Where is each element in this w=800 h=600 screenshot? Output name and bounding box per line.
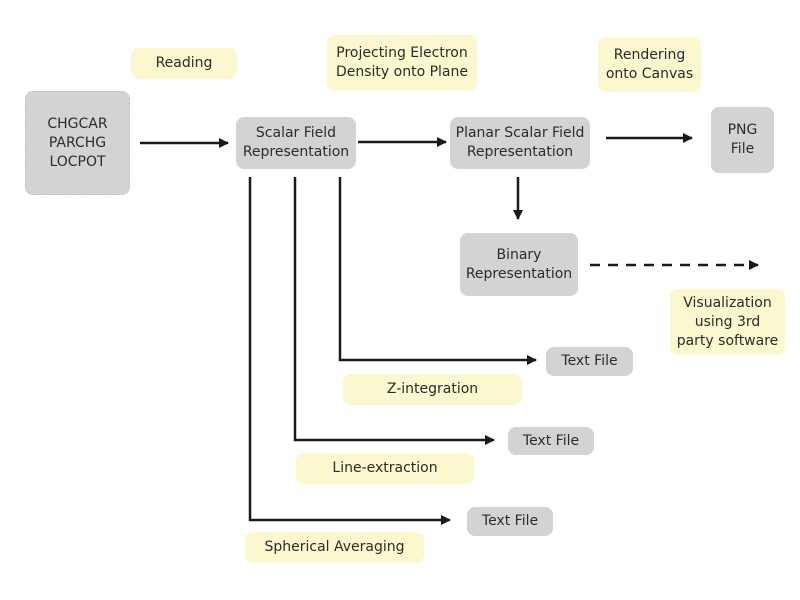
rendering-label: Rendering onto Canvas <box>598 37 701 92</box>
reading-label: Reading <box>131 48 237 79</box>
planar-field-node: Planar Scalar Field Representation <box>450 117 590 169</box>
text-file-z-node: Text File <box>546 347 633 376</box>
projecting-label: Projecting Electron Density onto Plane <box>327 35 477 91</box>
line-extraction-label: Line-extraction <box>296 453 474 484</box>
text-file-line-node: Text File <box>508 427 594 455</box>
text-file-sphere-node: Text File <box>467 507 553 536</box>
z-integration-label: Z-integration <box>343 374 522 405</box>
visualization-label: Visualization using 3rd party software <box>670 289 785 355</box>
spherical-averaging-label: Spherical Averaging <box>245 532 424 563</box>
png-file-node: PNG File <box>711 107 774 173</box>
input-files-node: CHGCAR PARCHG LOCPOT <box>25 91 130 195</box>
binary-node: Binary Representation <box>460 233 578 296</box>
scalar-field-node: Scalar Field Representation <box>236 117 356 169</box>
arrow-scalar-to-text-sphere <box>248 177 451 525</box>
arrow-scalar-to-text-line <box>293 177 495 445</box>
arrow-scalar-to-text-z <box>338 177 537 365</box>
